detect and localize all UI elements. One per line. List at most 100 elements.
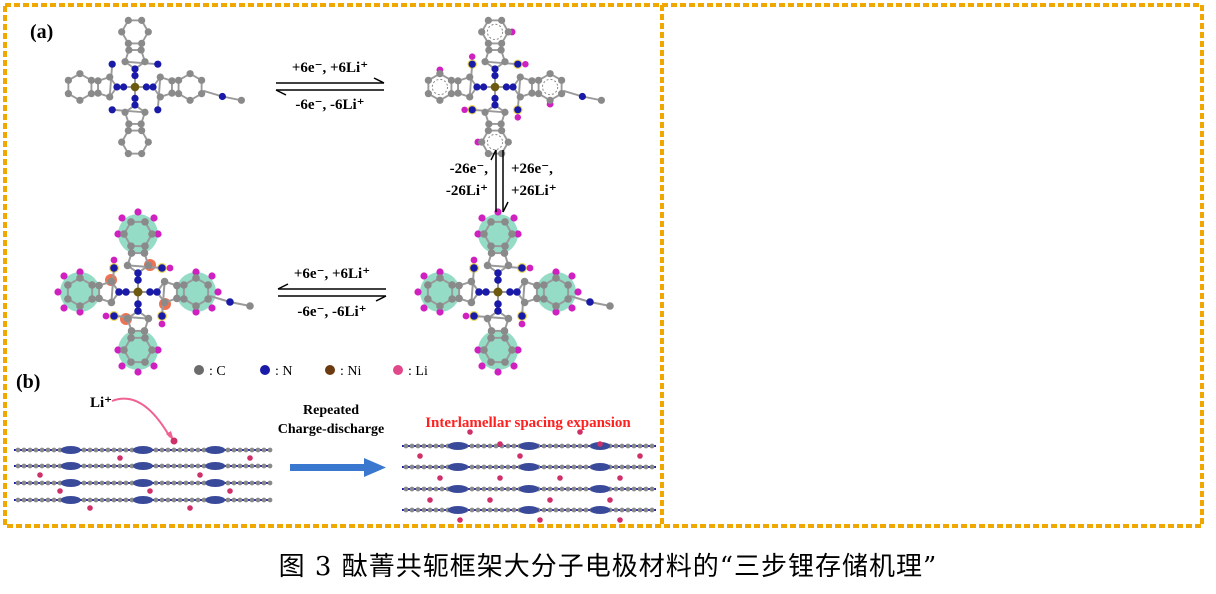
layer-atom (439, 464, 445, 470)
carbon-atom (508, 230, 516, 238)
carbon-atom (118, 138, 126, 146)
carbon-atom (107, 298, 116, 307)
layer-atom (625, 443, 631, 449)
layer-core (447, 463, 468, 471)
carbon-atom (168, 77, 176, 85)
carbon-atom (125, 46, 133, 54)
nitrogen-atom (119, 83, 128, 91)
carbon-atom (487, 334, 495, 342)
layer-atom (195, 480, 201, 486)
lithium-atom (420, 272, 428, 280)
carbon-atom (64, 76, 72, 84)
nitrogen-atom (158, 264, 166, 272)
carbon-atom (160, 277, 169, 286)
layer-atom (469, 486, 475, 492)
layer-atom (415, 507, 421, 513)
layer-atom (99, 480, 105, 486)
carbon-atom (498, 150, 506, 158)
layer-atom (565, 443, 571, 449)
layer-atom (231, 497, 237, 503)
intercalated-li (87, 505, 93, 511)
layer-atom (177, 480, 183, 486)
layer-atom (493, 443, 499, 449)
nitrogen-atom (494, 300, 502, 308)
layer-atom (475, 464, 481, 470)
carbon-atom (478, 138, 486, 146)
layer-atom (201, 480, 207, 486)
intercalated-li (617, 517, 623, 523)
layer-atom (129, 463, 135, 469)
layer-core (205, 462, 226, 470)
carbon-atom (447, 76, 456, 84)
layer-atom (439, 486, 445, 492)
layer-atom (481, 486, 487, 492)
layer-atom (81, 480, 87, 486)
carbon-atom (424, 281, 432, 289)
carbon-atom (501, 218, 509, 226)
intercalated-li (467, 429, 473, 435)
li-insertion-arrow (111, 397, 171, 438)
carbon-atom (204, 295, 212, 303)
carbon-atom (481, 58, 489, 66)
layer-atom (87, 480, 93, 486)
layer-atom (619, 464, 625, 470)
li-ion-label: Li⁺ (90, 395, 112, 411)
molecule-lithiated-32 (54, 208, 254, 376)
carbon-atom (504, 314, 513, 323)
carbon-atom (558, 76, 566, 84)
layer-atom (481, 443, 487, 449)
carbon-atom (520, 298, 529, 307)
carbon-atom (447, 90, 456, 98)
layer-atom (183, 463, 189, 469)
layer-atom (33, 497, 39, 503)
layer-atom (433, 486, 439, 492)
layer-atom (39, 463, 45, 469)
layer-atom (261, 480, 267, 486)
layer-atom (493, 507, 499, 513)
carbon-atom (436, 70, 444, 78)
bond (484, 60, 518, 66)
carbon-atom (124, 126, 132, 135)
layer-atom (111, 497, 117, 503)
lithium-atom (208, 304, 216, 312)
lithium-atom (114, 230, 122, 238)
layer-atom (511, 507, 517, 513)
layer-atom (577, 443, 583, 449)
layer-atom (177, 447, 183, 453)
layer-atom (129, 447, 135, 453)
nitrogen-atom (218, 92, 227, 101)
intercalated-li (607, 497, 613, 503)
molecule-lithiated-6 (424, 16, 606, 158)
layer-atom (469, 443, 475, 449)
intercalated-li (597, 441, 603, 447)
nitrogen-atom (475, 288, 483, 296)
aromatic-ring-dashed (542, 78, 559, 96)
lithium-atom (150, 362, 158, 370)
nitrogen-atom (153, 288, 161, 296)
layer-atom (93, 447, 99, 453)
lithium-atom (414, 288, 422, 296)
layer-atom (165, 480, 171, 486)
process-line1: Repeated (303, 403, 359, 418)
layer-atom (231, 463, 237, 469)
carbon-atom (454, 77, 462, 85)
intercalated-li (637, 453, 643, 459)
layer-atom (415, 443, 421, 449)
lithium-atom (478, 214, 486, 222)
layer-atom (267, 447, 273, 453)
carbon-atom (123, 261, 132, 270)
layer-atom (547, 486, 553, 492)
layer-atom (553, 507, 559, 513)
layer-atom (427, 507, 433, 513)
li-ion-dot (170, 437, 178, 445)
carbon-atom (94, 77, 102, 85)
layer-atom (165, 447, 171, 453)
bond (127, 264, 163, 269)
carbon-atom (138, 126, 146, 135)
carbon-atom (448, 295, 456, 303)
layer-atom (225, 447, 231, 453)
layer-atom (93, 497, 99, 503)
carbon-atom (204, 281, 212, 289)
legend-nickel-label: : Ni (340, 364, 362, 379)
layer-atom (403, 486, 409, 492)
